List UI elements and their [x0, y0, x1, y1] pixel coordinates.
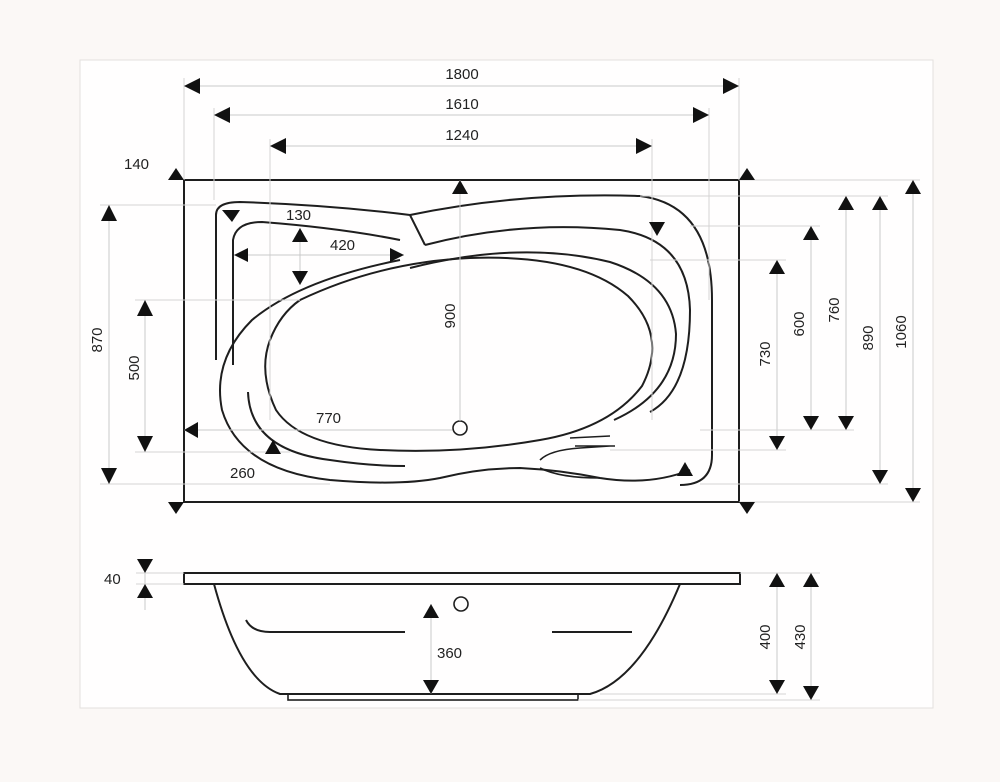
label-130: 130 [286, 207, 311, 224]
label-40: 40 [104, 571, 121, 588]
label-1060: 1060 [893, 315, 910, 348]
label-600: 600 [791, 311, 808, 336]
drain-side [453, 596, 469, 612]
side-rim [183, 572, 741, 585]
label-890: 890 [860, 325, 877, 350]
label-420: 420 [330, 237, 355, 254]
tub-basin-outer [219, 259, 691, 484]
label-430: 430 [792, 624, 809, 649]
label-870: 870 [89, 327, 106, 352]
label-360: 360 [437, 645, 462, 662]
tub-backrest-band [409, 194, 713, 486]
label-770: 770 [316, 410, 341, 427]
label-400: 400 [757, 624, 774, 649]
dimension-arrows [101, 78, 921, 700]
label-760: 760 [826, 297, 843, 322]
dimension-labels: 1800 1610 1240 140 130 420 900 870 500 7… [89, 66, 910, 662]
label-1240: 1240 [445, 127, 478, 144]
label-260: 260 [230, 465, 255, 482]
side-tub-body [213, 583, 681, 695]
side-view [183, 572, 741, 701]
side-base [287, 693, 579, 701]
tub-bowl-outer-ring [409, 251, 678, 421]
drawing-frame [79, 59, 934, 709]
top-view [183, 179, 740, 503]
label-1800: 1800 [445, 66, 478, 83]
tub-inner-rim-left [215, 200, 426, 365]
label-730: 730 [757, 341, 774, 366]
tub-basin-inner [264, 256, 654, 452]
label-900: 900 [442, 303, 459, 328]
armrest-grip [539, 435, 615, 479]
tub-bowl-ring-lower [247, 391, 406, 467]
dimension-lines [100, 78, 920, 701]
label-500: 500 [126, 355, 143, 380]
label-140: 140 [124, 156, 149, 173]
tub-outer-rim [183, 179, 740, 503]
label-1610: 1610 [445, 96, 478, 113]
side-seat-line-left [245, 619, 405, 633]
